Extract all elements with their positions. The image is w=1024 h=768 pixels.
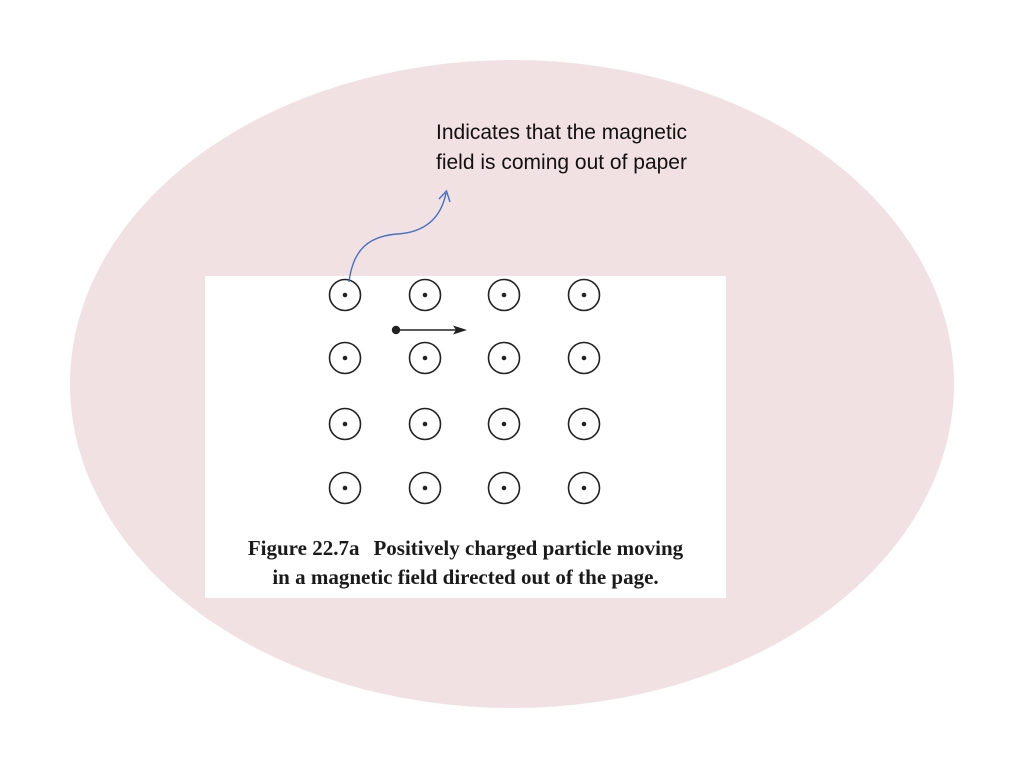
field-out-of-page-icon xyxy=(408,407,442,441)
figure-panel: Figure 22.7a Positively charged particle … xyxy=(205,276,726,598)
field-out-of-page-icon xyxy=(487,341,521,375)
callout-line-1: Indicates that the magnetic xyxy=(436,121,687,144)
particle-velocity-arrow xyxy=(391,325,467,335)
field-out-of-page-icon xyxy=(328,407,362,441)
field-out-of-page-icon xyxy=(328,471,362,505)
magnetic-field-grid xyxy=(328,278,601,505)
arrow-head-icon xyxy=(453,325,467,335)
charged-particle xyxy=(391,325,401,335)
callout-line-2: field is coming out of paper xyxy=(436,151,687,174)
figure-label: Figure 22.7a xyxy=(247,536,360,560)
caption-line-1: Figure 22.7a Positively charged particle … xyxy=(205,534,726,563)
field-out-of-page-icon xyxy=(408,471,442,505)
caption-line-2: in a magnetic field directed out of the … xyxy=(272,565,659,589)
caption-text-1: Positively charged particle moving xyxy=(373,536,684,560)
field-out-of-page-icon xyxy=(487,471,521,505)
field-out-of-page-icon xyxy=(328,278,362,312)
field-out-of-page-icon xyxy=(328,341,362,375)
field-out-of-page-icon xyxy=(487,278,521,312)
figure-caption: Figure 22.7a Positively charged particle … xyxy=(205,534,726,592)
callout-text: Indicates that the magnetic field is com… xyxy=(436,118,756,178)
field-out-of-page-icon xyxy=(487,407,521,441)
field-symbols xyxy=(328,278,601,505)
field-out-of-page-icon xyxy=(567,278,601,312)
field-out-of-page-icon xyxy=(567,407,601,441)
field-out-of-page-icon xyxy=(567,471,601,505)
field-out-of-page-icon xyxy=(567,341,601,375)
field-out-of-page-icon xyxy=(408,278,442,312)
field-out-of-page-icon xyxy=(408,341,442,375)
